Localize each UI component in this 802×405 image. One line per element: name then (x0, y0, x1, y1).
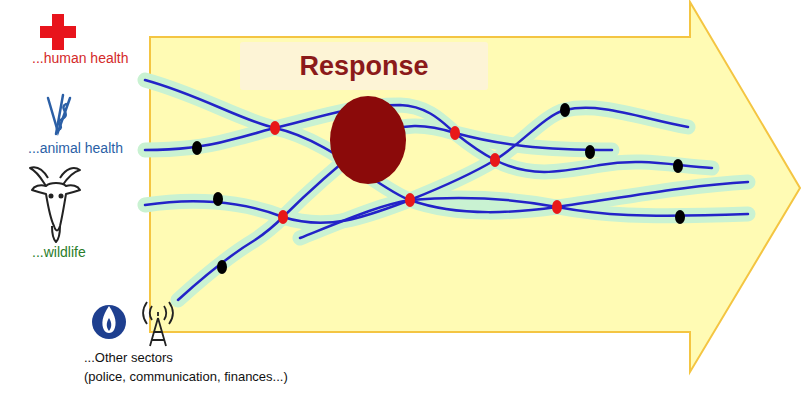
strands-part (145, 80, 748, 212)
strands-part (300, 198, 748, 238)
title-box: Response (240, 42, 488, 90)
goat-icon-part (30, 167, 48, 186)
sector-note: (police, communication, finances...) (84, 369, 288, 384)
strand-halos-part (300, 198, 748, 238)
black-dots-part (675, 210, 685, 224)
title-text: Response (278, 51, 450, 82)
antenna-icon-part (143, 302, 173, 324)
goat-icon-part (50, 195, 53, 198)
black-dots-part (192, 141, 202, 155)
red-cross-icon (40, 14, 76, 50)
sector-label: ...wildlife (32, 244, 86, 260)
black-dots-part (217, 260, 227, 274)
vet-icon (48, 95, 70, 134)
black-dots-part (585, 145, 595, 159)
strands (145, 80, 748, 300)
sector-label: ...Other sectors (84, 350, 173, 365)
black-dots-part (673, 159, 683, 173)
red-dots-part (270, 121, 280, 135)
police-icon (92, 305, 126, 339)
core-ellipse (330, 96, 406, 184)
red-dots-part (405, 193, 415, 207)
sector-label: ...animal health (28, 140, 123, 156)
goat-icon (30, 167, 80, 242)
goat-icon-part (32, 183, 80, 231)
vet-icon-part (58, 104, 66, 130)
black-dots-part (213, 192, 223, 206)
strands-part (145, 105, 712, 172)
goat-icon-part (52, 226, 60, 242)
red-dots-part (278, 210, 288, 224)
red-dots (270, 121, 562, 224)
black-dots (192, 103, 685, 274)
red-dots-part (552, 200, 562, 214)
sector-label: ...human health (32, 50, 129, 66)
red-dots-part (490, 153, 500, 167)
police-icon-part (102, 306, 115, 333)
red-dots-part (450, 126, 460, 140)
police-icon-part (92, 305, 126, 339)
goat-icon-part (60, 195, 63, 198)
antenna-icon (143, 302, 173, 346)
antenna-icon-part (150, 312, 166, 346)
strand-halos (145, 80, 748, 300)
black-dots-part (560, 103, 570, 117)
